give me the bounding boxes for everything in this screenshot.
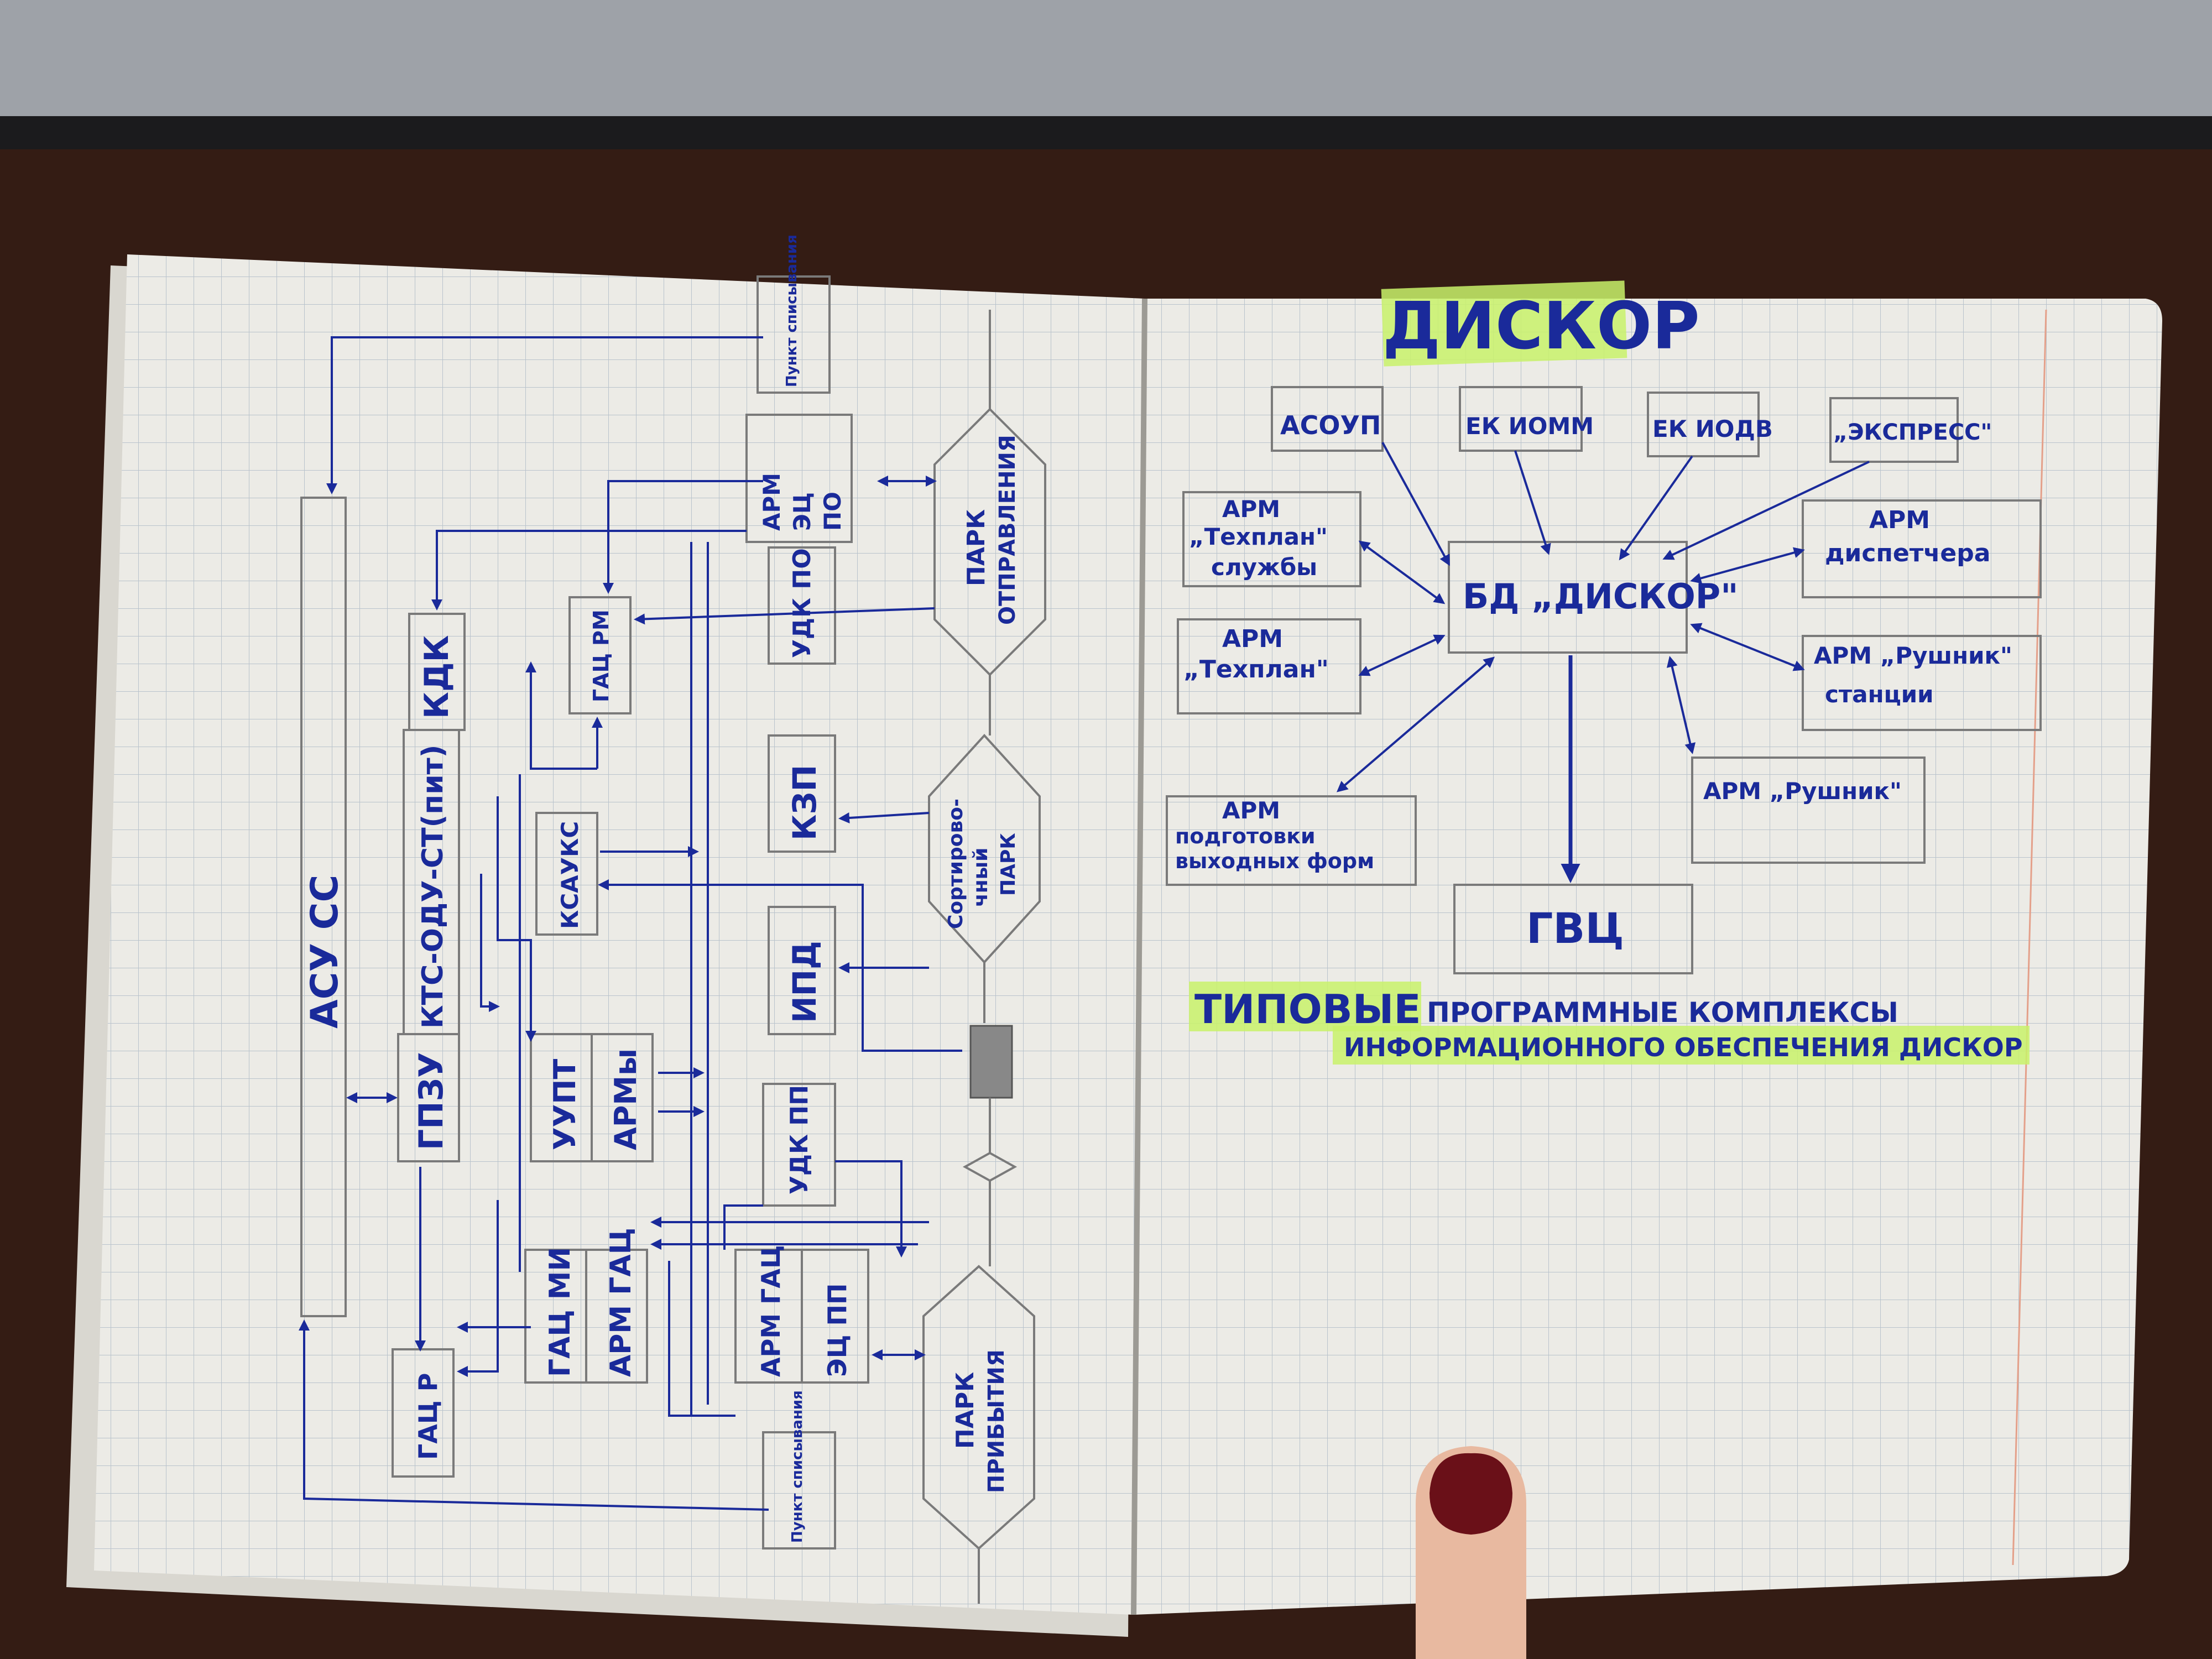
- box-asu: [300, 497, 347, 1317]
- label-arm-right-2-1: АРМ „Рушник": [1703, 778, 1902, 805]
- label-gac-mi: ГАЦ МИ: [544, 1247, 577, 1377]
- label-arm-ec-po-3: ПО: [819, 492, 846, 531]
- label-arm-left-0-1: АРМ: [1222, 495, 1280, 523]
- notebook: [66, 254, 2162, 1637]
- label-arm-left-1-1: АРМ: [1222, 625, 1283, 653]
- label-arm-ec-po-2: ЭЦ: [789, 492, 816, 531]
- box-arm-ec-po: [745, 414, 853, 543]
- box-punkt-top: [757, 275, 831, 394]
- hex-sort: [928, 734, 1041, 964]
- label-ec-pp: ЭЦ ПП: [822, 1284, 852, 1377]
- label-udk-pp: УДК ПП: [785, 1085, 813, 1194]
- label-gvc: ГВЦ: [1526, 904, 1624, 953]
- label-arm-gac: АРМ ГАЦ: [604, 1228, 638, 1377]
- box-kdk: [408, 613, 466, 731]
- laptop-shadow: [0, 116, 2212, 149]
- right-page: [1134, 299, 2162, 1615]
- label-ksauks: КСАУКС: [556, 821, 583, 929]
- footer-line-1: ПРОГРАММНЫЕ КОМПЛЕКСЫ: [1427, 997, 1898, 1029]
- label-arrive-2: ПРИБЫТИЯ: [984, 1349, 1009, 1493]
- label-arm-ec-po-1: АРМ: [758, 473, 785, 531]
- label-udk-po: УДК ПО: [788, 548, 816, 658]
- label-army: АРМы: [608, 1048, 643, 1150]
- label-sort-1: Сортирово-: [945, 799, 967, 929]
- hump-block: [969, 1025, 1013, 1099]
- box-ek-iodv: [1647, 392, 1760, 457]
- box-ksauks: [535, 812, 598, 936]
- label-ek-iodv: ЕК ИОДВ: [1652, 415, 1773, 442]
- box-asoup: [1271, 386, 1384, 452]
- box-express: [1829, 397, 1959, 463]
- label-punkt-bottom: Пункт списывания: [789, 1390, 806, 1543]
- label-bd-diskor: БД „ДИСКОР": [1463, 576, 1739, 617]
- label-arm-gac2: АРМ ГАЦ: [756, 1245, 786, 1377]
- box-ek-iomm: [1459, 386, 1583, 452]
- label-punkt-top: Пункт списывания: [784, 234, 800, 387]
- label-kzp: КЗП: [786, 765, 823, 841]
- label-arm-right-1-1: АРМ „Рушник": [1814, 642, 2012, 669]
- label-express: „ЭКСПРЕСС": [1833, 420, 1992, 445]
- footer-line-2: ИНФОРМАЦИОННОГО ОБЕСПЕЧЕНИЯ ДИСКОР: [1344, 1032, 2023, 1062]
- label-arm-right-1-2: станции: [1825, 681, 1934, 708]
- box-udk-po: [768, 546, 836, 665]
- box-arm-rushnik-st: [1802, 635, 2042, 731]
- label-depart-2: ОТПРАВЛЕНИЯ: [995, 435, 1020, 625]
- label-kdk: КДК: [418, 635, 456, 719]
- left-diagram: АСУ СС ГПЗУ КТС-ОДУ-СТ(пит) КДК ГАЦ Р ГА…: [299, 234, 1046, 1604]
- box-kzp: [768, 734, 836, 853]
- label-asu: АСУ СС: [303, 875, 347, 1029]
- finger: [1416, 1446, 1526, 1659]
- box-arm-tehplan-sl: [1182, 491, 1361, 587]
- laptop-lid: [0, 0, 2212, 122]
- box-garc-pm: [568, 596, 632, 714]
- label-gac-p: ГАЦ Р: [413, 1373, 443, 1460]
- label-arm-left-2-3: выходных форм: [1175, 849, 1374, 873]
- right-diagram: ДИСКОР АСОУП ЕК ИОММ ЕК ИОДВ „ЭКСПРЕСС" …: [1166, 280, 2042, 1065]
- label-arm-left-0-2: „Техплан": [1189, 523, 1328, 550]
- label-ipd: ИПД: [786, 941, 823, 1023]
- label-depart-1: ПАРК: [962, 509, 990, 586]
- label-sort-3: ПАРК: [997, 833, 1020, 896]
- label-kts: КТС-ОДУ-СТ(пит): [416, 744, 450, 1029]
- box-arm-forms: [1166, 795, 1417, 886]
- label-uupt: УУПТ: [547, 1059, 582, 1150]
- label-ek-iomm: ЕК ИОММ: [1465, 413, 1594, 440]
- label-sort-2: чный: [969, 848, 992, 907]
- label-arrive-1: ПАРК: [951, 1372, 979, 1449]
- left-page: [94, 254, 1145, 1615]
- footer-highlight: ТИПОВЫЕ: [1194, 986, 1421, 1032]
- label-arm-left-2-2: подготовки: [1175, 824, 1316, 848]
- box-ipd: [768, 906, 836, 1035]
- diagram-title: ДИСКОР: [1383, 288, 1700, 364]
- box-punkt-bottom: [762, 1431, 836, 1550]
- hex-arrive: [922, 1265, 1035, 1550]
- small-diamond: [962, 1151, 1018, 1182]
- label-arm-right-0-2: диспетчера: [1825, 539, 1990, 567]
- label-arm-left-1-2: „Техплан": [1183, 655, 1329, 684]
- label-arm-right-0-1: АРМ: [1869, 506, 1930, 534]
- label-asoup: АСОУП: [1280, 410, 1381, 440]
- label-gpzu: ГПЗУ: [412, 1052, 451, 1150]
- label-garc-pm: ГАЦ РМ: [589, 609, 613, 702]
- box-gvc: [1453, 884, 1693, 974]
- page-gutter: [1131, 298, 1147, 1615]
- box-bd-diskor: [1448, 541, 1688, 654]
- box-udk-pp: [762, 1083, 836, 1207]
- box-arm-rushnik: [1691, 757, 1926, 864]
- label-arm-left-0-3: службы: [1211, 554, 1317, 581]
- label-arm-left-2-1: АРМ: [1222, 797, 1280, 824]
